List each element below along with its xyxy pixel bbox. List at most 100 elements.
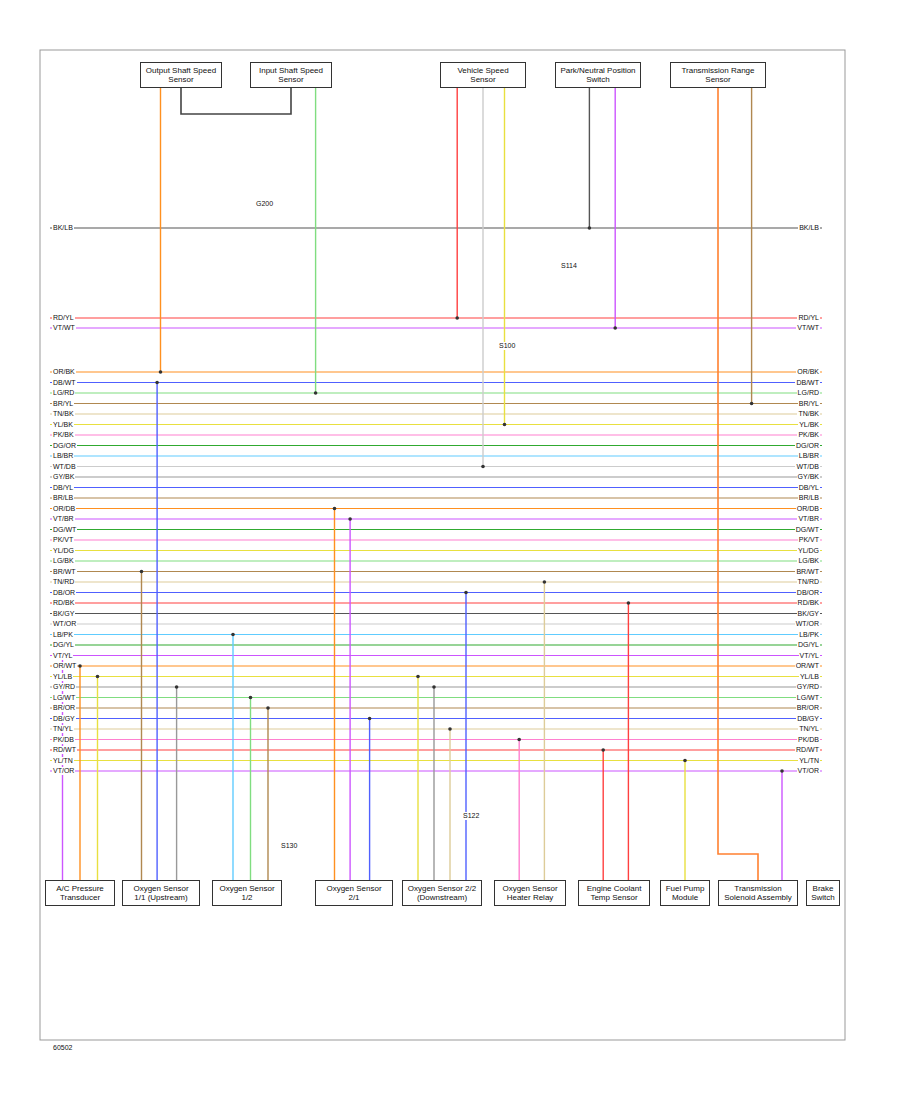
component-name: A/C Pressure Transducer [50, 884, 110, 902]
wire-code: LG/RD [797, 389, 820, 397]
wire [417, 677, 418, 881]
border-rect [40, 50, 845, 1040]
wire-code: YL/BK [52, 421, 74, 429]
wire [482, 88, 483, 467]
wire-code: VT/YL [52, 652, 73, 660]
wire [50, 327, 822, 328]
wire [50, 371, 822, 372]
wire-code: VT/OR [52, 767, 75, 775]
splice-dot [601, 748, 605, 752]
wire [50, 676, 822, 677]
wire [50, 529, 822, 530]
splice-dot [750, 402, 754, 406]
splice-dot [517, 738, 521, 742]
wire [50, 718, 822, 719]
component-name: Oxygen Sensor 2/1 [320, 884, 388, 902]
wire [50, 497, 822, 498]
wire-code: DB/YL [798, 484, 820, 492]
component-box: Transmission Range Sensor [670, 62, 766, 88]
wire-code: DG/YL [52, 641, 75, 649]
splice-dot [159, 370, 163, 374]
splice-dot [416, 675, 420, 679]
wire [79, 666, 80, 880]
wire-code: VT/BR [797, 515, 820, 523]
splice-dot [78, 664, 82, 668]
wire [433, 687, 434, 880]
wire [50, 613, 822, 614]
splice-label: S122 [462, 812, 480, 820]
wire [160, 88, 161, 372]
wire [50, 739, 822, 740]
wire-code: DG/OR [52, 442, 77, 450]
wire-code: YL/BK [798, 421, 820, 429]
wire-code: RD/BK [52, 599, 75, 607]
splice-dot [503, 423, 507, 427]
component-box: Input Shaft Speed Sensor [250, 62, 332, 88]
component-box: Oxygen Sensor 2/1 [315, 880, 393, 906]
wire-code: RD/BK [797, 599, 820, 607]
wire-code: VT/BR [52, 515, 75, 523]
wire-code: GY/BK [797, 473, 820, 481]
component-box: Park/Neutral Position Switch [555, 62, 641, 88]
wire-code: VT/OR [797, 767, 820, 775]
component-box: Fuel Pump Module [660, 880, 710, 906]
wire [50, 644, 822, 645]
wire-code: TN/BK [797, 410, 820, 418]
wire [519, 740, 520, 881]
wire [50, 382, 822, 383]
component-name: Engine Coolant Temp Sensor [583, 884, 645, 902]
wire [232, 635, 233, 881]
splice-dot [266, 706, 270, 710]
wire-code: BR/YL [798, 400, 820, 408]
component-name: Park/Neutral Position Switch [560, 66, 636, 84]
wire-code: YL/DG [797, 547, 820, 555]
wire [334, 509, 335, 881]
wire-code: DB/OR [52, 589, 76, 597]
wire [50, 655, 822, 656]
wire-code: DB/YL [52, 484, 74, 492]
wire-code: LG/BK [52, 557, 75, 565]
splice-dot [455, 316, 459, 320]
wire-code: LG/RD [52, 389, 75, 397]
component-name: Transmission Range Sensor [675, 66, 761, 84]
wire [97, 677, 98, 881]
wire [50, 686, 822, 687]
component-name: Oxygen Sensor 1/1 (Upstream) [127, 884, 195, 902]
wire [369, 719, 370, 881]
wire [50, 539, 822, 540]
component-name: Oxygen Sensor Heater Relay [499, 884, 561, 902]
wire [751, 88, 752, 404]
wire [50, 623, 822, 624]
splice-label: S114 [560, 262, 578, 270]
wire-code: DG/WT [52, 526, 77, 534]
wire-code: PK/BK [797, 431, 820, 439]
wire-code: WT/DB [52, 463, 77, 471]
component-box: A/C Pressure Transducer [45, 880, 115, 906]
splice-dot [175, 685, 179, 689]
wire-code: WT/OR [52, 620, 77, 628]
wire-code: BK/GY [52, 610, 75, 618]
wire-code: RD/WT [52, 746, 77, 754]
wire-code: PK/BK [52, 431, 75, 439]
splice-dot [780, 769, 784, 773]
component-box: Brake Switch [806, 880, 840, 906]
wire [50, 508, 822, 509]
component-box: Transmission Solenoid Assembly [718, 880, 798, 906]
wire-code: DB/WT [52, 379, 77, 387]
wire [50, 487, 822, 488]
wire-code: PK/DB [797, 736, 820, 744]
wire [50, 592, 822, 593]
wire [50, 476, 822, 477]
wire [457, 88, 458, 318]
wire-code: OR/BK [796, 368, 820, 376]
wire-code: OR/WT [795, 662, 820, 670]
wire-code: BR/LB [798, 494, 820, 502]
splice-dot [249, 696, 253, 700]
wire [267, 708, 268, 880]
splice-dot [683, 759, 687, 763]
wire-code: OR/DB [52, 505, 76, 513]
splice-dot [333, 507, 337, 511]
splice-dot [481, 465, 485, 469]
wire-code: GY/RD [796, 683, 820, 691]
wire [176, 687, 177, 880]
